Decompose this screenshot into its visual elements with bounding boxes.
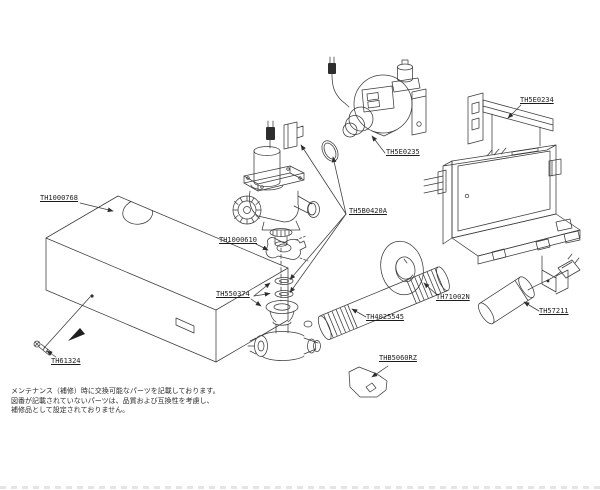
part-label-solenoid-unit: TH5E0235	[386, 148, 420, 156]
nipple-pipe-drawing	[316, 265, 452, 341]
opening-key-drawing	[349, 367, 387, 397]
part-label-screw: TH61324	[51, 357, 81, 365]
part-label-battery: TH57211	[539, 307, 569, 315]
main-valve-assembly-drawing	[233, 121, 320, 301]
solenoid-unit-drawing	[328, 57, 426, 137]
packing-washers-drawing	[275, 278, 293, 298]
part-label-nipple-pipe: TH4025545	[366, 313, 404, 321]
maintenance-note-line-3: 補修品として設定されておりません。	[11, 406, 130, 415]
wire-connector-icon	[266, 127, 275, 140]
direction-arrow-icon	[68, 328, 85, 341]
o-ring-drawing	[319, 138, 342, 164]
wall-flange-drawing	[376, 237, 428, 299]
page-edge-marks	[0, 486, 600, 489]
cable-connector-icon	[328, 63, 336, 74]
part-label-coupling: TH1000610	[219, 236, 257, 244]
maintenance-note: メンテナンス（補修）時に交換可能なパーツを記載しております。 図番が記載されてい…	[11, 387, 220, 416]
maintenance-note-line-2: 図番が記載されていないパーツは、品質および互換性を考慮し、	[11, 396, 214, 405]
stop-valve-drawing	[248, 301, 321, 361]
screw-hole-dot	[90, 294, 94, 298]
part-label-controller: TH5E0234	[520, 96, 554, 104]
part-label-cover-box: TH1000768	[40, 194, 78, 202]
mounting-screw-drawing	[34, 297, 90, 355]
maintenance-note-line-1: メンテナンス（補修）時に交換可能なパーツを記載しております。	[11, 387, 220, 395]
leader-lines	[47, 105, 539, 377]
coupling-bracket-drawing	[266, 236, 308, 261]
part-label-opening-key: THB5060RZ	[379, 354, 417, 362]
battery-drawing	[476, 254, 580, 326]
controller-unit-drawing	[424, 93, 580, 294]
part-label-oring-set: TH5B0420A	[349, 207, 387, 215]
part-label-packing-set: TH550374	[216, 290, 250, 298]
part-label-wall-flange: TH71002N	[436, 293, 470, 301]
cover-box-drawing	[46, 196, 288, 362]
